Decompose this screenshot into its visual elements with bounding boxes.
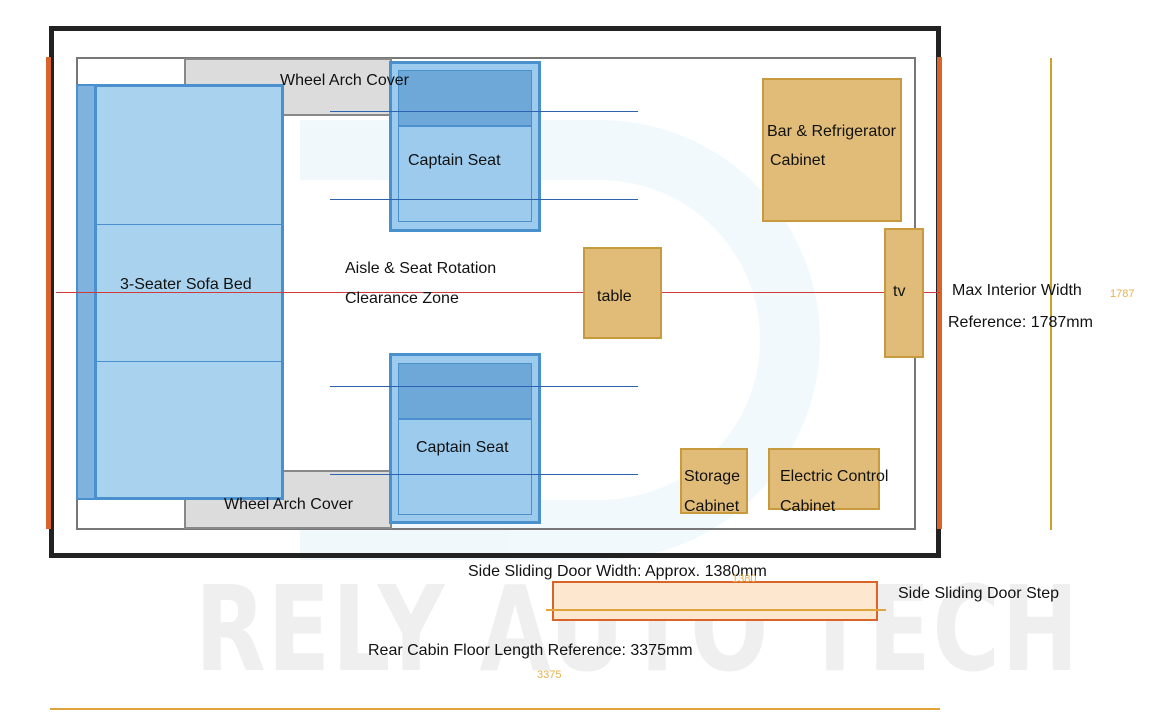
wheel-arch-top-label: Wheel Arch Cover: [280, 72, 409, 89]
sofa-cushion-divider: [97, 224, 281, 225]
door-width-label: Side Sliding Door Width: Approx. 1380mm: [468, 563, 767, 580]
rear-edge-bar: [46, 57, 51, 529]
door-width-dimension-line: [546, 609, 886, 611]
tv-unit: [884, 228, 924, 358]
wheel-arch-bottom-label: Wheel Arch Cover: [224, 496, 353, 513]
captain-seat-bottom-cushion: [398, 419, 532, 515]
bar-refrigerator-cabinet: [762, 78, 902, 222]
sofa-label: 3-Seater Sofa Bed: [120, 276, 252, 293]
captain-seat-bottom-label: Captain Seat: [416, 439, 509, 456]
rotation-guide-line: [330, 199, 638, 200]
captain-seat-top-backrest: [398, 70, 532, 126]
bar-label-line2: Cabinet: [770, 152, 826, 169]
storage-label-line2: Cabinet: [684, 498, 740, 515]
storage-label-line1: Storage: [684, 468, 741, 485]
captain-seat-bottom-backrest: [398, 363, 532, 419]
rotation-guide-line: [330, 474, 638, 475]
center-axis-line: [56, 292, 940, 293]
length-reference-label: Rear Cabin Floor Length Reference: 3375m…: [368, 642, 693, 659]
side-sliding-door-step: [552, 581, 878, 621]
width-dimension-line: [1050, 58, 1052, 530]
electric-label-line1: Electric Control: [780, 468, 889, 485]
max-width-label-line2: Reference: 1787mm: [948, 314, 1093, 331]
electric-label-line2: Cabinet: [780, 498, 836, 515]
door-width-value: 1380: [732, 573, 757, 585]
length-dimension-value: 3375: [537, 669, 562, 681]
table-label: table: [597, 288, 632, 305]
rotation-guide-line: [330, 386, 638, 387]
front-edge-bar: [937, 57, 942, 529]
captain-seat-top-cushion: [398, 126, 532, 222]
rotation-guide-line: [330, 111, 638, 112]
length-dimension-line: [50, 708, 940, 710]
bar-label-line1: Bar & Refrigerator: [767, 123, 896, 140]
aisle-label-line1: Aisle & Seat Rotation: [345, 260, 497, 277]
width-dimension-value: 1787: [1110, 288, 1135, 300]
electric-control-cabinet: [768, 448, 880, 510]
aisle-label-line2: Clearance Zone: [345, 290, 459, 307]
storage-cabinet: [680, 448, 748, 514]
door-step-label: Side Sliding Door Step: [898, 585, 1059, 602]
captain-seat-top-label: Captain Seat: [408, 152, 501, 169]
max-width-label-line1: Max Interior Width: [952, 282, 1082, 299]
sofa-cushion-divider: [97, 361, 281, 362]
table: [583, 247, 662, 339]
tv-label: tv: [893, 283, 906, 300]
